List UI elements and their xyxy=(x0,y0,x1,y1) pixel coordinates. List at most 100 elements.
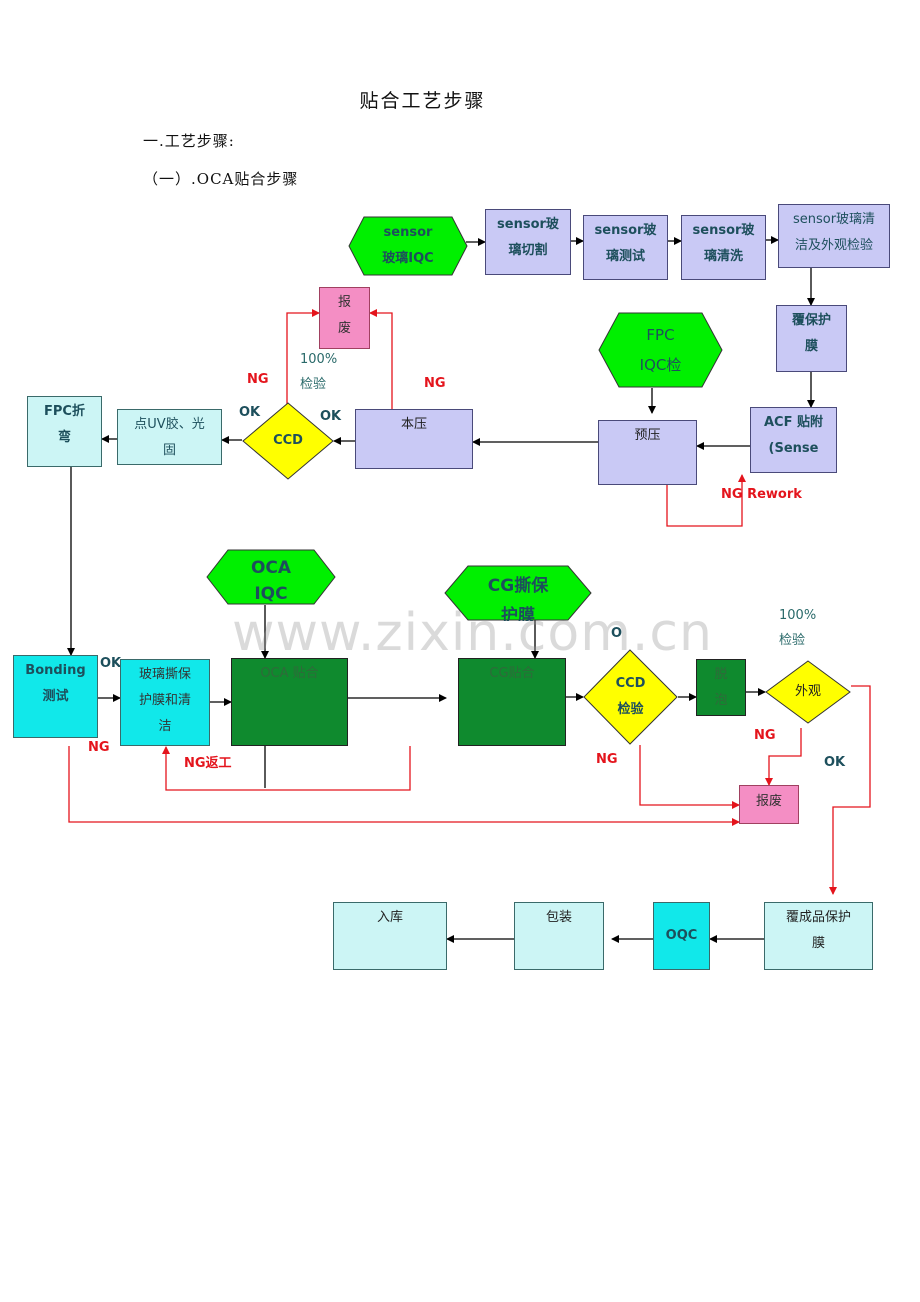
oca-iqc-line1: OCA xyxy=(250,558,292,578)
sensor-test-line1: sensor玻 xyxy=(594,223,657,238)
pre-press-box: 预压 xyxy=(598,420,697,485)
sensor-iqc-line1: sensor xyxy=(383,225,433,240)
cg-peel-label: CG撕保 护膜 xyxy=(444,571,592,621)
diamond-shape xyxy=(242,402,334,480)
hexagon-shape xyxy=(598,312,723,388)
bonding-line2: 测试 xyxy=(42,689,69,704)
oqc-label: OQC xyxy=(665,928,698,943)
ng-label-bonding: NG xyxy=(88,740,110,755)
ok-label-ccd-left: OK xyxy=(239,405,261,420)
scrap-top-line2: 废 xyxy=(337,321,351,336)
inspect-100-top-line1: 100% xyxy=(300,352,338,367)
acf-line2: (Sense xyxy=(768,441,819,456)
sensor-cut-box: sensor玻璃切割 xyxy=(485,209,571,275)
fpc-bend-line2: 弯 xyxy=(57,430,71,445)
sensor-iqc-label: sensor 玻璃IQC xyxy=(382,220,433,272)
main-press-label: 本压 xyxy=(400,417,427,432)
cg-peel-line2: 护膜 xyxy=(501,606,535,621)
packing-label: 包装 xyxy=(545,910,572,925)
ng-label-mainpress: NG xyxy=(424,376,446,391)
inspect-100-bottom-line1: 100% xyxy=(779,608,817,623)
arrow-ng-appearance-scrap xyxy=(765,728,802,786)
sensor-cut-line1: sensor玻 xyxy=(497,217,559,232)
uv-glue-line1: 点UV胶、光 xyxy=(134,417,205,432)
scrap-bottom-box: 报废 xyxy=(739,785,799,824)
ok-label-mainpress: OK xyxy=(320,409,342,424)
scrap-bottom-label: 报废 xyxy=(755,794,782,809)
ok-label-ccd-cut: O xyxy=(611,626,623,641)
subsection-heading: （一）.OCA贴合步骤 xyxy=(143,170,299,188)
fpc-iqc-hexagon: FPC IQC检 xyxy=(598,312,723,388)
pre-press-label: 预压 xyxy=(634,428,661,443)
cover-film-line2: 膜 xyxy=(804,339,818,354)
hexagon-shape xyxy=(444,565,592,621)
ccd-top-label: CCD xyxy=(273,433,303,448)
fpc-bend-line1: FPC折 xyxy=(44,404,85,419)
oca-iqc-line2: IQC xyxy=(254,584,288,604)
glass-peel-box: 玻璃撕保护膜和清洁 xyxy=(120,659,210,746)
fpc-iqc-line1: FPC xyxy=(646,326,675,344)
ccd-inspect-label: CCD 检验 xyxy=(616,671,646,723)
diamond-shape xyxy=(583,649,678,745)
warehouse-label: 入库 xyxy=(376,910,403,925)
sensor-clean-line2: 洁及外观检验 xyxy=(794,238,873,253)
oca-iqc-hexagon: OCA IQC xyxy=(206,549,336,605)
warehouse-box: 入库 xyxy=(333,902,447,970)
uv-glue-box: 点UV胶、光固 xyxy=(117,409,222,465)
acf-box: ACF 贴附(Sense xyxy=(750,407,837,473)
arrow-ng-ccd-scrap xyxy=(286,309,320,412)
ng-label-ccd-top: NG xyxy=(247,372,269,387)
arrow-ng-bonding-scrap xyxy=(68,746,740,826)
bonding-line1: Bonding xyxy=(25,663,86,678)
glass-peel-line3: 洁 xyxy=(158,719,172,734)
sensor-test-line2: 璃测试 xyxy=(605,249,645,264)
bonding-box: Bonding 测试 xyxy=(13,655,98,738)
ccd-inspect-diamond: CCD 检验 xyxy=(583,649,678,745)
ng-return-label: NG返工 xyxy=(184,756,232,771)
cg-bond-label: CG贴合 xyxy=(489,666,535,681)
cover-film-line1: 覆保护 xyxy=(791,313,831,328)
final-film-line1: 覆成品保护 xyxy=(785,910,851,925)
ng-rework-label: NG Rework xyxy=(721,487,802,502)
oca-bond-label: OCA 贴合 xyxy=(260,666,319,681)
ng-label-appearance: NG xyxy=(754,728,776,743)
ccd-inspect-line1: CCD xyxy=(615,676,646,691)
diamond-shape xyxy=(765,660,851,724)
oca-bond-box: OCA 贴合 xyxy=(231,658,348,746)
uv-glue-line2: 固 xyxy=(162,443,176,458)
ccd-inspect-line2: 检验 xyxy=(617,702,644,717)
inspect-100-top: 100% 检验 xyxy=(300,347,337,397)
sensor-clean-line1: sensor玻璃清 xyxy=(792,212,876,227)
sensor-wash-line1: sensor玻 xyxy=(692,223,755,238)
arrow-ng-return xyxy=(162,746,411,791)
arrow-ng-mainpress-scrap xyxy=(369,309,393,409)
sensor-test-box: sensor玻璃测试 xyxy=(583,215,668,280)
defoam-box: 脱泡 xyxy=(696,659,746,716)
scrap-top-line1: 报 xyxy=(337,295,351,310)
arrow-ng-rework xyxy=(666,474,746,527)
arrow-ok-appearance-film xyxy=(829,685,871,895)
hexagon-shape xyxy=(206,549,336,605)
cg-peel-line1: CG撕保 xyxy=(487,576,549,596)
fpc-iqc-line2: IQC检 xyxy=(639,356,682,374)
ok-label-bonding: OK xyxy=(100,656,122,671)
page-title: 贴合工艺步骤 xyxy=(359,90,486,112)
inspect-100-bottom-line2: 检验 xyxy=(779,633,806,648)
sensor-wash-box: sensor玻璃清洗 xyxy=(681,215,766,280)
sensor-iqc-hexagon: sensor 玻璃IQC xyxy=(348,216,468,276)
cg-bond-box: CG贴合 xyxy=(458,658,566,746)
fpc-iqc-label: FPC IQC检 xyxy=(640,320,682,380)
sensor-iqc-line2: 玻璃IQC xyxy=(382,251,434,266)
ng-label-ccd-bottom: NG xyxy=(596,752,618,767)
inspect-100-bottom: 100% 检验 xyxy=(779,603,816,653)
cover-film-box: 覆保护膜 xyxy=(776,305,847,372)
appearance-label: 外观 xyxy=(794,684,821,699)
sensor-wash-line2: 璃清洗 xyxy=(703,249,743,264)
defoam-line1: 脱 xyxy=(714,667,728,682)
scrap-top-box: 报废 xyxy=(319,287,370,349)
oqc-box: OQC xyxy=(653,902,710,970)
sensor-clean-box: sensor玻璃清洁及外观检验 xyxy=(778,204,890,268)
hexagon-shape xyxy=(348,216,468,276)
arrow-ng-ccd-scrap2 xyxy=(639,745,740,809)
